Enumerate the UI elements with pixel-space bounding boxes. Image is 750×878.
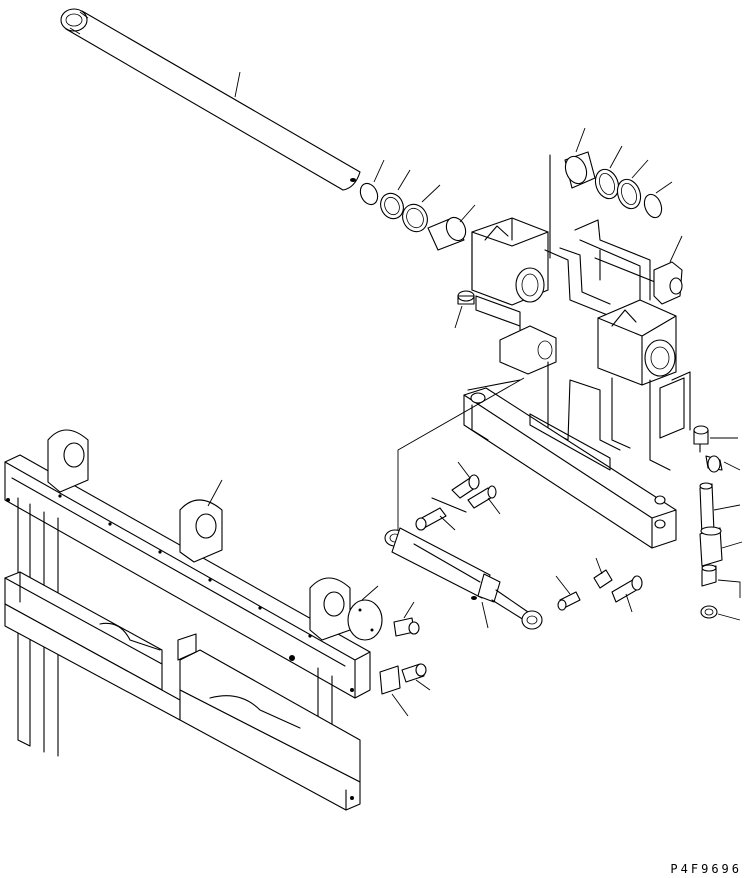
callout-leader [631,159,649,179]
callout-leader [487,497,501,515]
callout-leader [234,71,241,98]
bolt-cover[interactable] [393,617,420,637]
callout-leader [207,479,223,507]
callout-leader [723,461,741,471]
ring-set-left[interactable] [357,181,469,251]
callout-leader [717,613,741,621]
callout-leader [391,693,409,717]
callout-leader [575,127,586,153]
bolt-bracket[interactable] [401,663,427,683]
callout-leader [439,515,456,531]
callout-leader [609,145,623,169]
upper-carriage-frame[interactable] [471,154,691,471]
callout-leader [454,305,463,329]
fork-carriage-frame[interactable] [4,429,371,811]
callout-leader [481,601,489,629]
fitting-group-left[interactable] [415,474,497,531]
lower-carriage-bar[interactable] [463,379,677,549]
shaft-part[interactable] [60,8,361,191]
cover-plate[interactable] [347,599,383,641]
callout-leader [625,593,633,613]
callout-leader [415,679,431,691]
callout-leader [361,585,379,601]
callout-leader [457,461,471,479]
hydraulic-cylinder[interactable] [384,527,543,630]
drawing-code: P4F9696 [670,862,742,876]
right-parts-column[interactable] [693,425,723,619]
callout-leader [421,184,441,203]
grease-fitting-upper[interactable] [457,290,475,305]
callout-leader [717,579,741,598]
callout-leader [403,601,415,619]
ring-set-right[interactable] [562,151,665,220]
callout-leader [721,541,743,549]
callout-leader [669,235,683,263]
callout-leader [373,159,385,183]
callout-leader [655,181,673,194]
callout-leader [397,169,411,191]
callout-leader [595,557,603,575]
callout-leader [397,377,525,530]
bracket-plate[interactable] [379,665,401,695]
callout-leader [555,575,571,595]
callout-leader [713,504,741,511]
callout-leader [459,204,476,223]
fitting-group-right[interactable] [557,569,643,611]
